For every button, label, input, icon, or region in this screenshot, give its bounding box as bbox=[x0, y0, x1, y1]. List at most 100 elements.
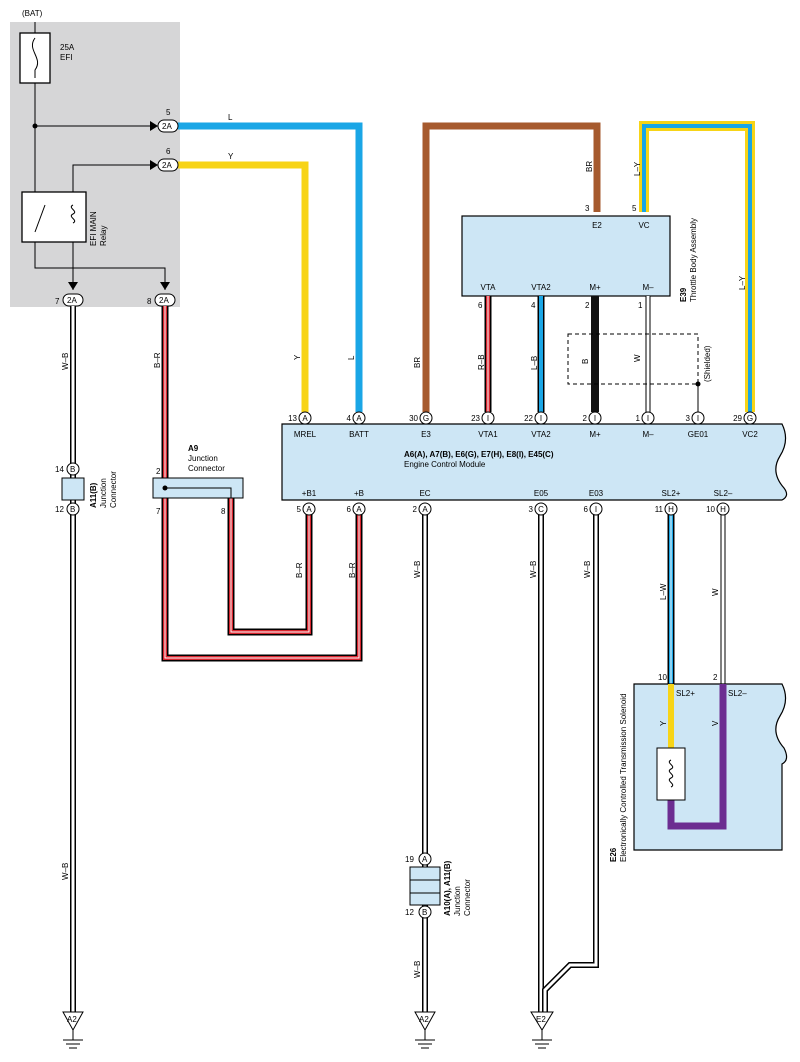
ecm-bottom-pin-0: 5 bbox=[297, 505, 302, 514]
a9-label-2: Junction bbox=[188, 454, 218, 463]
conn-2a-pin5 bbox=[157, 119, 179, 133]
ecm-top-name-7: GE01 bbox=[688, 430, 709, 439]
relay-switch-icon bbox=[34, 204, 46, 233]
wire-br-inner-stripe bbox=[230, 498, 310, 633]
ecm-top-conn-3: I bbox=[487, 414, 489, 423]
ecm-top-conn-2: G bbox=[423, 414, 429, 423]
throttle-term-0: E2 bbox=[592, 221, 602, 230]
a11-label-2: Junction bbox=[99, 478, 108, 508]
throttle-pin-2: 6 bbox=[478, 301, 483, 310]
conn-2a-pin6-label: 2A bbox=[162, 161, 172, 170]
a9-pin2: 2 bbox=[156, 467, 161, 476]
wire-e03-wb bbox=[542, 506, 599, 1012]
wire-label-v-sol: V bbox=[711, 720, 720, 726]
wire-y-label: Y bbox=[228, 152, 234, 161]
a11-top-terminal bbox=[66, 462, 80, 476]
ecm-bottom-conn-4: I bbox=[595, 505, 597, 514]
ecm-top-terminal-8 bbox=[743, 411, 757, 425]
a11-code: A11(B) bbox=[89, 482, 98, 508]
relay-label-1: EFI MAIN bbox=[89, 211, 98, 246]
wire-label-rb: R–B bbox=[477, 354, 486, 370]
a10-bottom-terminal bbox=[418, 905, 432, 919]
ground-e2: E2 bbox=[530, 1011, 554, 1049]
ecm-top-pin-5: 2 bbox=[583, 414, 588, 423]
throttle-term-1: VC bbox=[638, 221, 649, 230]
ecm-top-conn-1: A bbox=[356, 414, 362, 423]
ecm-bottom-conn-5: H bbox=[668, 505, 674, 514]
ecm-bottom-pin-4: 6 bbox=[584, 505, 589, 514]
a11-bottom-letter: B bbox=[70, 505, 75, 514]
a9-pin8: 8 bbox=[221, 507, 226, 516]
ecm-bottom-terminal-6 bbox=[716, 502, 730, 516]
arrow-pin8-icon bbox=[160, 282, 170, 290]
throttle-term-4: M+ bbox=[589, 283, 601, 292]
a9-code: A9 bbox=[188, 444, 199, 453]
wire-batt-blue bbox=[178, 122, 363, 412]
ground-a2-middle: A2 bbox=[414, 1011, 436, 1049]
wire-label-w-sl2: W bbox=[711, 588, 720, 596]
a11-pin-top: 14 bbox=[55, 465, 64, 474]
ecm-bottom-terminal-1 bbox=[352, 502, 366, 516]
solenoid-term-plus: SL2+ bbox=[676, 689, 695, 698]
a11-bottom-terminal bbox=[66, 502, 80, 516]
pin7-number: 7 bbox=[55, 297, 60, 306]
ecm-bottom-conn-2: A bbox=[422, 505, 428, 514]
pin8-number: 8 bbox=[147, 297, 152, 306]
ground-e2-label: E2 bbox=[536, 1015, 546, 1024]
ecm-top-pin-2: 30 bbox=[409, 414, 418, 423]
ecm-bottom-name-1: +B bbox=[354, 489, 364, 498]
ecm-top-terminal-2 bbox=[419, 411, 433, 425]
relay-coil-wire bbox=[72, 164, 158, 200]
ecm-bottom-conn-1: A bbox=[356, 505, 362, 514]
ecm-top-pin-3: 23 bbox=[471, 414, 480, 423]
throttle-pin-0: 3 bbox=[585, 204, 590, 213]
fuse-rating: 25A bbox=[60, 43, 75, 52]
pin6-number: 6 bbox=[166, 147, 171, 156]
wire-l-label: L bbox=[228, 113, 233, 122]
pin5-number: 5 bbox=[166, 108, 171, 117]
ground-a2-left: A2 bbox=[62, 1011, 84, 1049]
a10-pin-top: 19 bbox=[405, 855, 414, 864]
fuse-name: EFI bbox=[60, 53, 72, 62]
ecm-bottom-name-6: SL2– bbox=[714, 489, 733, 498]
ecm-bottom-pin-5: 11 bbox=[655, 505, 664, 514]
wire-label-wb-ec-low: W–B bbox=[413, 961, 422, 978]
wire-label-ly-vc: L–Y bbox=[633, 161, 642, 176]
ecm-bottom-terminal-2 bbox=[418, 502, 432, 516]
ecm-box bbox=[281, 423, 788, 501]
a10-top-letter: A bbox=[422, 855, 428, 864]
wire-label-b: B bbox=[581, 359, 590, 364]
a10-label-3: Connector bbox=[463, 879, 472, 916]
ecm-top-conn-7: I bbox=[697, 414, 699, 423]
wire-label-lw: L–W bbox=[659, 583, 668, 600]
ecm-bottom-name-3: E05 bbox=[534, 489, 549, 498]
ecm-top-name-0: MREL bbox=[294, 430, 317, 439]
a9-internal-wire bbox=[165, 487, 232, 498]
solenoid-coil-box bbox=[656, 747, 686, 801]
ecm-bottom-name-4: E03 bbox=[589, 489, 604, 498]
conn-2a-pin6 bbox=[157, 158, 179, 172]
ecm-top-terminal-3 bbox=[481, 411, 495, 425]
wire-label-wb-ec: W–B bbox=[413, 561, 422, 578]
throttle-term-2: VTA bbox=[481, 283, 497, 292]
ecm-bottom-terminal-5 bbox=[664, 502, 678, 516]
ecm-top-conn-6: I bbox=[647, 414, 649, 423]
throttle-pin-3: 4 bbox=[531, 301, 536, 310]
a10-label-2: Junction bbox=[453, 886, 462, 916]
ecm-name: Engine Control Module bbox=[404, 460, 486, 469]
ecm-bottom-conn-3: C bbox=[538, 505, 544, 514]
wire-label-br-e2: BR bbox=[585, 161, 594, 172]
ecm-top-terminal-6 bbox=[641, 411, 655, 425]
conn-2a-pin8-label: 2A bbox=[159, 296, 169, 305]
a9-junction-dot bbox=[162, 485, 168, 491]
ecm-bottom-pin-3: 3 bbox=[529, 505, 534, 514]
relay-label-2: Relay bbox=[99, 226, 108, 246]
a9-label-3: Connector bbox=[188, 464, 225, 473]
a10-body bbox=[409, 866, 441, 906]
wire-label-y-sol: Y bbox=[659, 720, 668, 726]
solenoid-pin-plus: 10 bbox=[658, 673, 667, 682]
arrow-pin6-icon bbox=[150, 160, 158, 170]
conn-2a-pin5-label: 2A bbox=[162, 122, 172, 131]
